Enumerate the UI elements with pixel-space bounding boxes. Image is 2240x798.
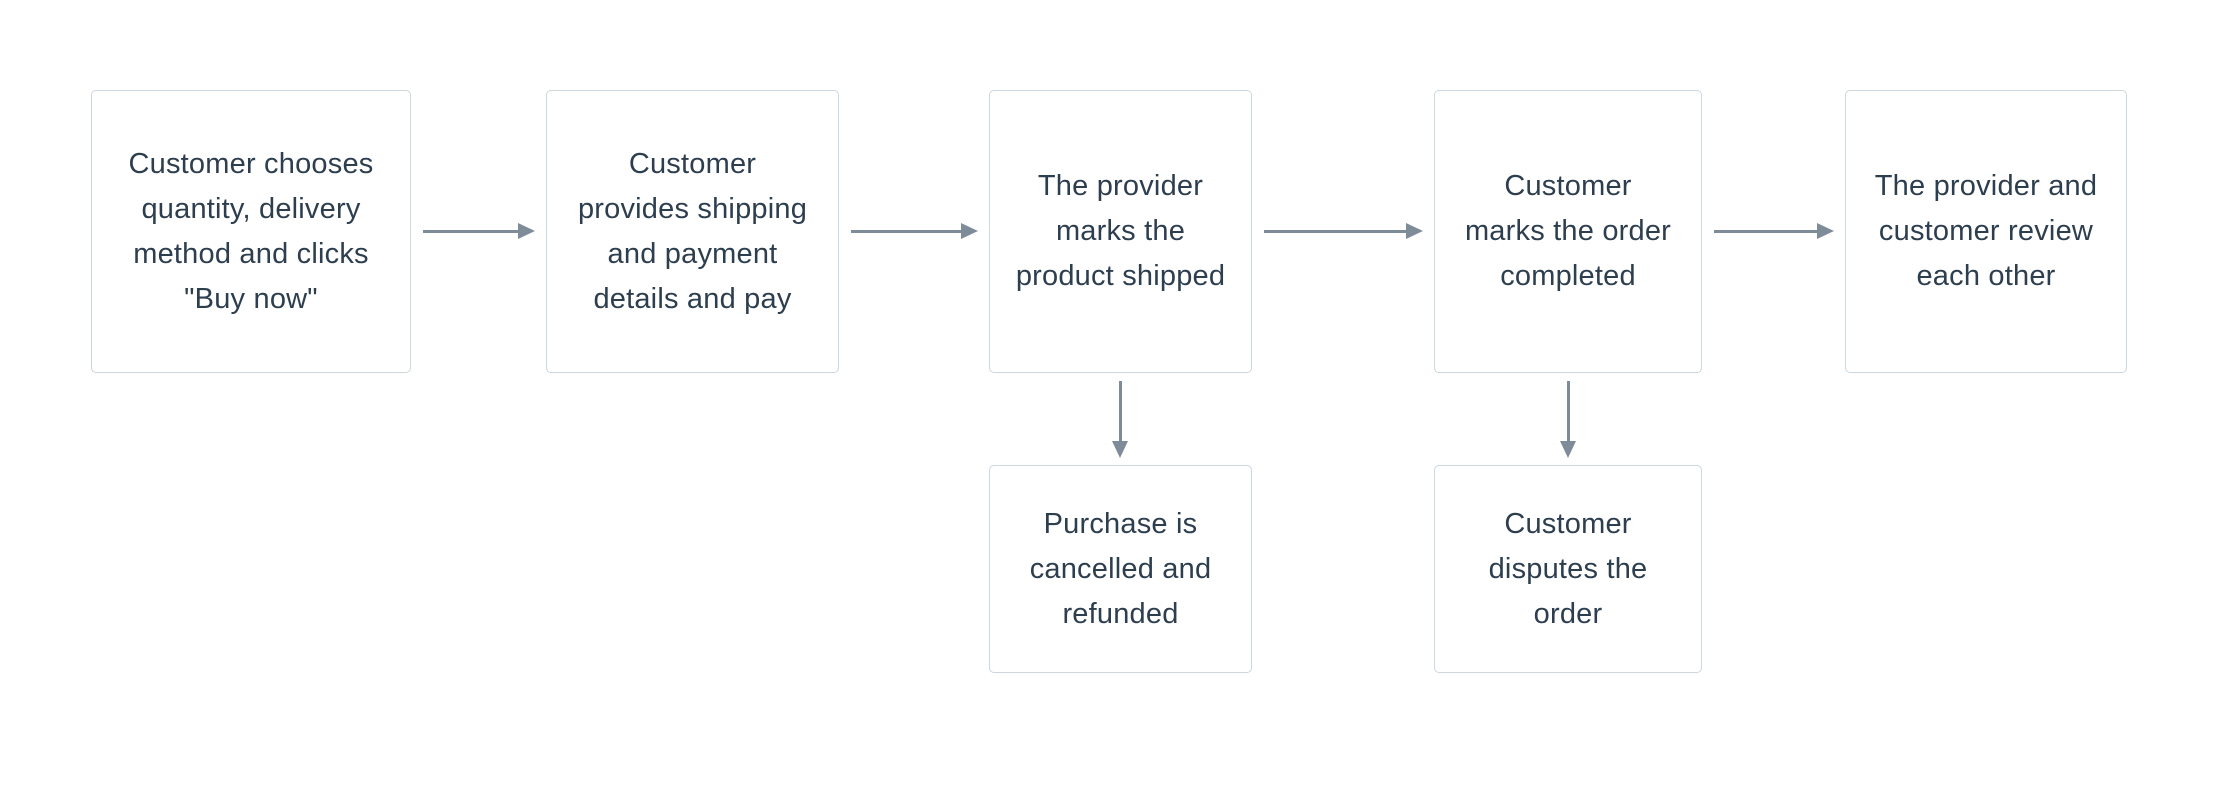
flow-node-label: Customer marks the order completed (1464, 170, 1672, 292)
arrow-right-head-icon (518, 223, 535, 239)
arrow-shaft (1264, 229, 1406, 233)
arrow-right-head-icon (1406, 223, 1423, 239)
flow-arrow-shipped-to-completed (1264, 223, 1423, 239)
flow-node-purchase-cancelled: Purchase is cancelled and refunded (989, 465, 1252, 673)
flow-node-mark-shipped: The provider marks the product shipped (989, 90, 1252, 373)
flow-node-label: The provider and customer review each ot… (1874, 170, 2098, 292)
flow-node-label: Purchase is cancelled and refunded (1029, 507, 1212, 630)
arrow-down-head-icon (1112, 441, 1128, 458)
flow-arrow-completed-to-review (1714, 223, 1834, 239)
flow-node-label: Customer provides shipping and payment d… (577, 147, 808, 315)
flow-arrow-completed-to-disputed (1560, 381, 1576, 458)
arrow-right-head-icon (1817, 223, 1834, 239)
flow-node-mark-completed: Customer marks the order completed (1434, 90, 1702, 373)
arrow-shaft (423, 229, 518, 233)
flow-arrow-details-to-shipped (851, 223, 978, 239)
arrow-shaft (1118, 381, 1122, 441)
flow-node-label: The provider marks the product shipped (1015, 170, 1226, 292)
flow-node-label: Customer chooses quantity, delivery meth… (128, 147, 374, 315)
flow-node-provide-details: Customer provides shipping and payment d… (546, 90, 839, 373)
flow-arrow-choose-to-details (423, 223, 535, 239)
flow-node-customer-disputes: Customer disputes the order (1434, 465, 1702, 673)
arrow-down-head-icon (1560, 441, 1576, 458)
arrow-right-head-icon (961, 223, 978, 239)
arrow-shaft (1714, 229, 1817, 233)
flow-node-review-each-other: The provider and customer review each ot… (1845, 90, 2127, 373)
flow-node-label: Customer disputes the order (1488, 507, 1648, 630)
arrow-shaft (851, 229, 961, 233)
flow-arrow-shipped-to-cancelled (1112, 381, 1128, 458)
flow-node-choose-quantity: Customer chooses quantity, delivery meth… (91, 90, 411, 373)
arrow-shaft (1566, 381, 1570, 441)
